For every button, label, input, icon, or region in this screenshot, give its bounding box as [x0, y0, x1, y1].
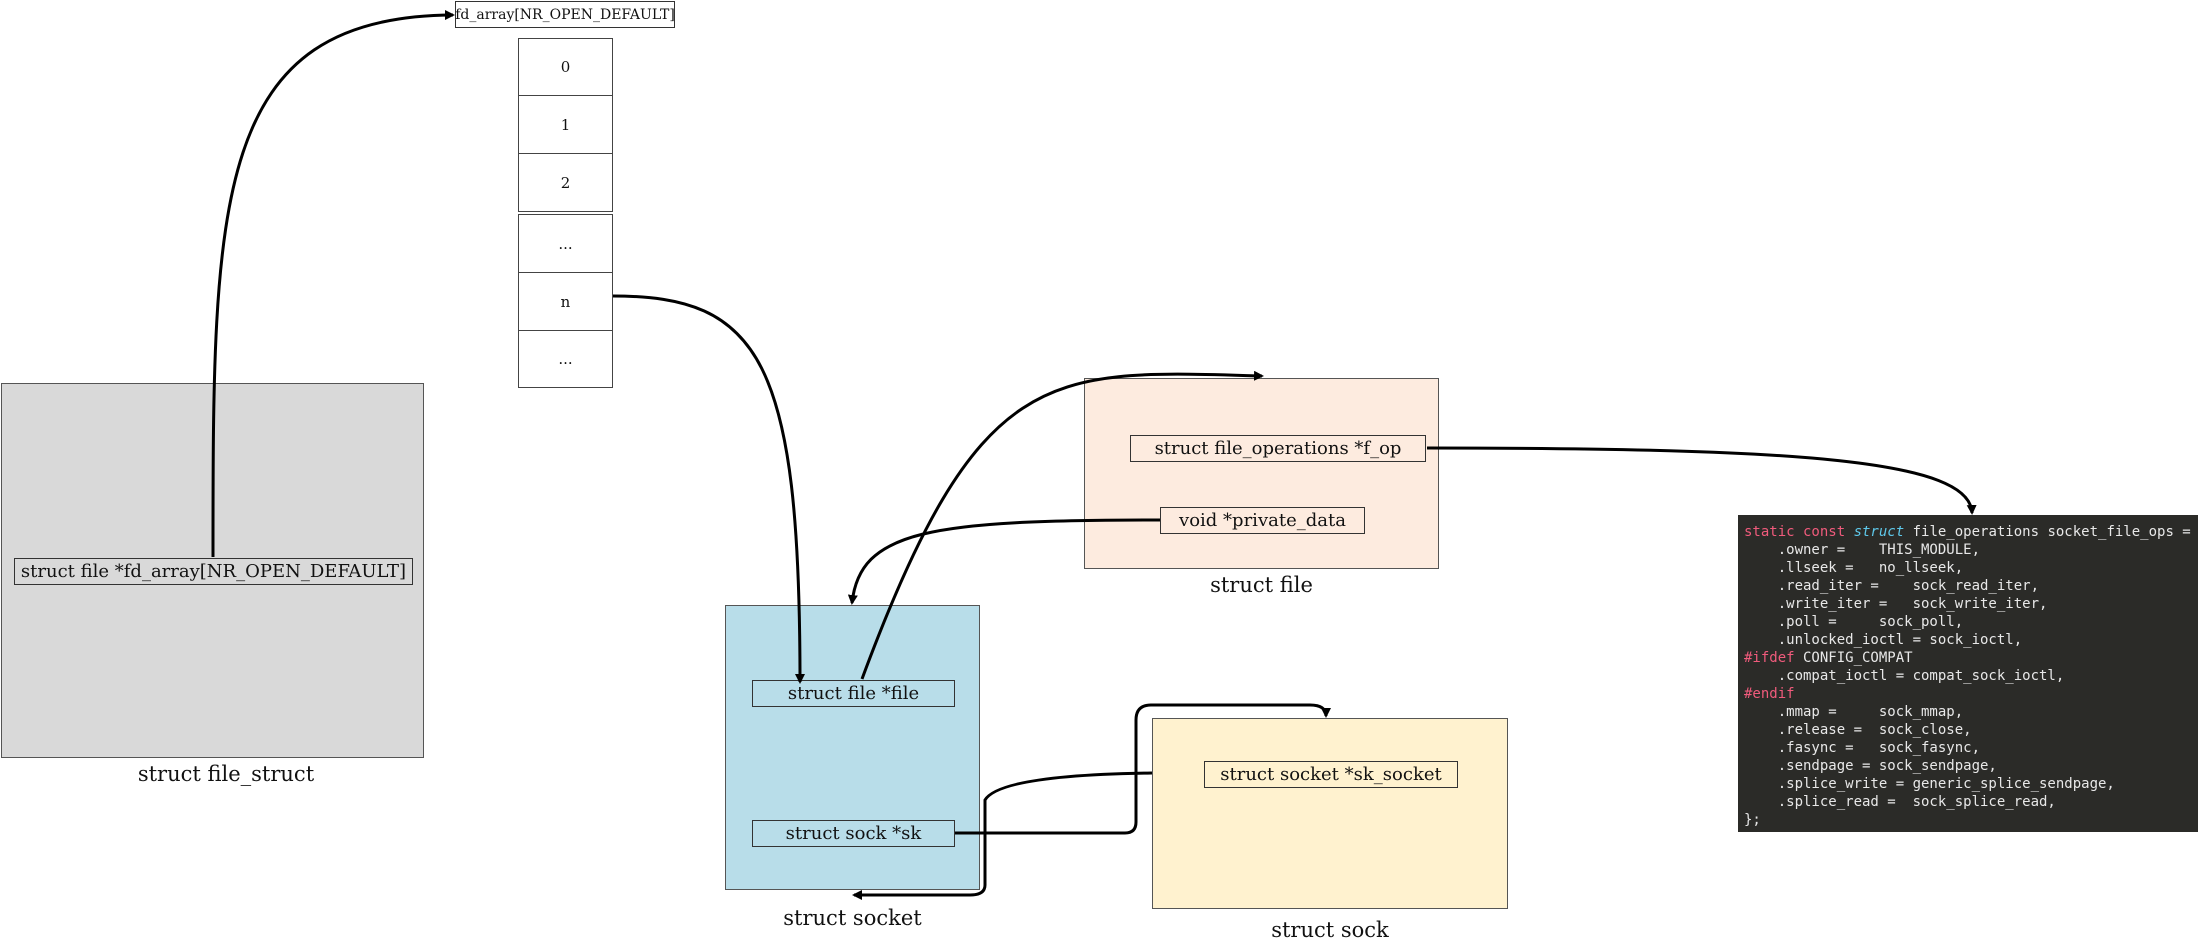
code-line: .splice_read = sock_splice_read,: [1744, 794, 2056, 810]
code-text: file_operations socket_file_ops = {: [1904, 524, 2199, 540]
code-text: CONFIG_COMPAT: [1794, 650, 1913, 666]
sk-socket-field: struct socket *sk_socket: [1204, 761, 1458, 788]
arrow-private-data-to-socket: [847, 518, 1161, 605]
code-keyword: #endif: [1744, 686, 1795, 702]
fd-array-header: fd_array[NR_OPEN_DEFAULT]: [455, 1, 675, 28]
struct-socket-caption: struct socket: [783, 906, 922, 930]
fd-cell: ...: [518, 214, 613, 273]
arrow-socket-file-to-file: [860, 370, 1264, 680]
socket-sk-field: struct sock *sk: [752, 820, 955, 847]
code-line: .read_iter = sock_read_iter,: [1744, 578, 2040, 594]
code-line: .sendpage = sock_sendpage,: [1744, 758, 1997, 774]
code-line: };: [1744, 812, 1761, 828]
code-keyword: static const: [1744, 524, 1854, 540]
fd-array-column: 0 1 2 ... n ...: [518, 38, 613, 388]
code-line: .splice_write = generic_splice_sendpage,: [1744, 776, 2115, 792]
code-line: .owner = THIS_MODULE,: [1744, 542, 1981, 558]
struct-file-caption: struct file: [1210, 573, 1313, 597]
fd-cell: ...: [518, 331, 613, 388]
fd-cell: n: [518, 273, 613, 331]
code-line: .llseek = no_llseek,: [1744, 560, 1964, 576]
arrow-sk-socket-to-socket: [852, 771, 1153, 900]
code-line: .release = sock_close,: [1744, 722, 1972, 738]
arrow-fd-n-to-socket: [612, 294, 805, 684]
fd-cell: 0: [518, 38, 613, 96]
struct-sock-caption: struct sock: [1271, 918, 1389, 942]
code-line: .compat_ioctl = compat_sock_ioctl,: [1744, 668, 2065, 684]
code-line: .write_iter = sock_write_iter,: [1744, 596, 2048, 612]
private-data-field: void *private_data: [1160, 507, 1365, 534]
struct-file-box: struct file_operations *f_op void *priva…: [1084, 378, 1439, 569]
code-keyword: struct: [1853, 524, 1905, 540]
file-struct-caption: struct file_struct: [137, 762, 315, 786]
struct-socket-box: struct file *file struct sock *sk: [725, 605, 980, 890]
code-line: .mmap = sock_mmap,: [1744, 704, 1964, 720]
arrow-sk-to-sock: [955, 703, 1331, 835]
socket-file-ops-code: static const struct file_operations sock…: [1738, 515, 2198, 832]
socket-file-field: struct file *file: [752, 680, 955, 707]
code-line: .unlocked_ioctl = sock_ioctl,: [1744, 632, 2023, 648]
f-op-field: struct file_operations *f_op: [1130, 435, 1426, 462]
fd-cell: 1: [518, 96, 613, 154]
code-line: .poll = sock_poll,: [1744, 614, 1964, 630]
arrow-fd-array-to-header: [211, 10, 455, 558]
fd-array-field: struct file *fd_array[NR_OPEN_DEFAULT]: [14, 558, 413, 585]
struct-sock-box: struct socket *sk_socket: [1152, 718, 1508, 909]
arrow-f-op-to-code: [1426, 446, 1977, 515]
fd-cell: 2: [518, 154, 613, 212]
code-line: .fasync = sock_fasync,: [1744, 740, 1981, 756]
code-keyword: #ifdef: [1744, 650, 1795, 666]
